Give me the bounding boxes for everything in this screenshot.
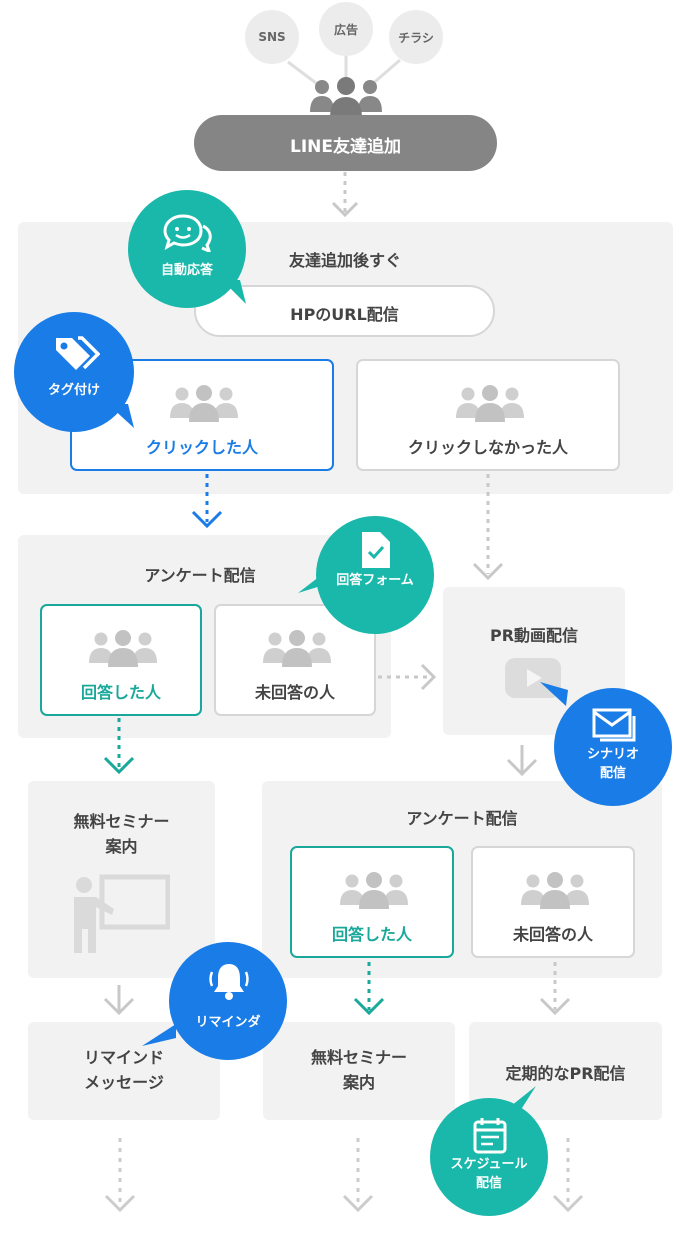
source-ads: 広告 [319, 2, 373, 56]
card-survey2-answered-label: 回答した人 [331, 925, 412, 944]
envelope-icon [592, 708, 636, 742]
card-survey2-unanswered: 未回答の人 [471, 846, 635, 958]
badge-schedule-label: スケジュール 配信 [450, 1157, 528, 1191]
people-icon [521, 872, 589, 909]
card-clicked-label: クリックした人 [145, 438, 258, 457]
badge-reminder: リマインダ [169, 942, 287, 1060]
periodic-pr-label: 定期的なPR配信 [505, 1064, 626, 1083]
card-survey1-unanswered-label: 未回答の人 [254, 683, 335, 702]
section1-title: 友達追加後すぐ [288, 251, 401, 270]
source-flyer: チラシ [389, 10, 443, 64]
people-icon [170, 385, 238, 422]
card-survey2-unanswered-label: 未回答の人 [512, 925, 593, 944]
people-group-icon [310, 77, 382, 118]
badge-tail [298, 573, 324, 593]
bell-icon [209, 964, 249, 1000]
presenter-board-icon [74, 874, 170, 953]
badge-tail [540, 682, 568, 706]
badge-scenario-label: シナリオ 配信 [586, 747, 639, 781]
seminar-right-label: 無料セミナー 案内 [310, 1048, 407, 1092]
form-document-icon [362, 532, 390, 568]
source-sns: SNS [245, 10, 299, 64]
card-not-clicked: クリックしなかった人 [356, 359, 620, 471]
badge-reminder-label: リマインダ [195, 1015, 261, 1030]
tag-icon [56, 336, 100, 370]
badge-answer-form: 回答フォーム [316, 516, 434, 634]
badge-auto-reply-label: 自動応答 [160, 263, 213, 278]
survey2-title: アンケート配信 [406, 809, 518, 828]
badge-tail [142, 1024, 176, 1046]
seminar-left-text: 無料セミナー 案内 [73, 812, 170, 856]
pr-video-title: PR動画配信 [489, 626, 579, 645]
line-friend-add-label: LINE友達追加 [290, 137, 401, 157]
hp-url-label: HPのURL配信 [290, 305, 399, 324]
badge-schedule: スケジュール 配信 [430, 1098, 548, 1216]
section-seminar-right [263, 1022, 455, 1120]
card-survey1-unanswered: 未回答の人 [214, 604, 376, 716]
hp-url-pill [194, 285, 495, 337]
badge-tail [506, 1086, 536, 1110]
badge-tail [222, 280, 246, 304]
line-friend-add-node [194, 115, 497, 171]
seminar-left-label: 無料セミナー 案内 [28, 810, 215, 860]
calendar-icon [473, 1118, 507, 1154]
people-icon [263, 630, 331, 667]
badge-answer-form-label: 回答フォーム [336, 573, 414, 588]
card-survey1-answered: 回答した人 [40, 604, 202, 716]
chat-bubble-icon [163, 214, 212, 252]
badge-auto-reply: 自動応答 [128, 190, 246, 308]
card-survey1-answered-label: 回答した人 [80, 683, 161, 702]
survey1-title: アンケート配信 [144, 566, 256, 585]
badge-scenario: シナリオ 配信 [554, 688, 672, 806]
remind-message-label: リマインド メッセージ [83, 1048, 164, 1092]
badge-tagging: タグ付け [14, 312, 134, 432]
people-icon [456, 385, 524, 422]
badge-tail [108, 404, 134, 428]
people-icon [89, 630, 157, 667]
card-survey2-answered: 回答した人 [290, 846, 454, 958]
card-not-clicked-label: クリックしなかった人 [407, 438, 568, 457]
people-icon [340, 872, 408, 909]
badge-tagging-label: タグ付け [47, 383, 100, 398]
